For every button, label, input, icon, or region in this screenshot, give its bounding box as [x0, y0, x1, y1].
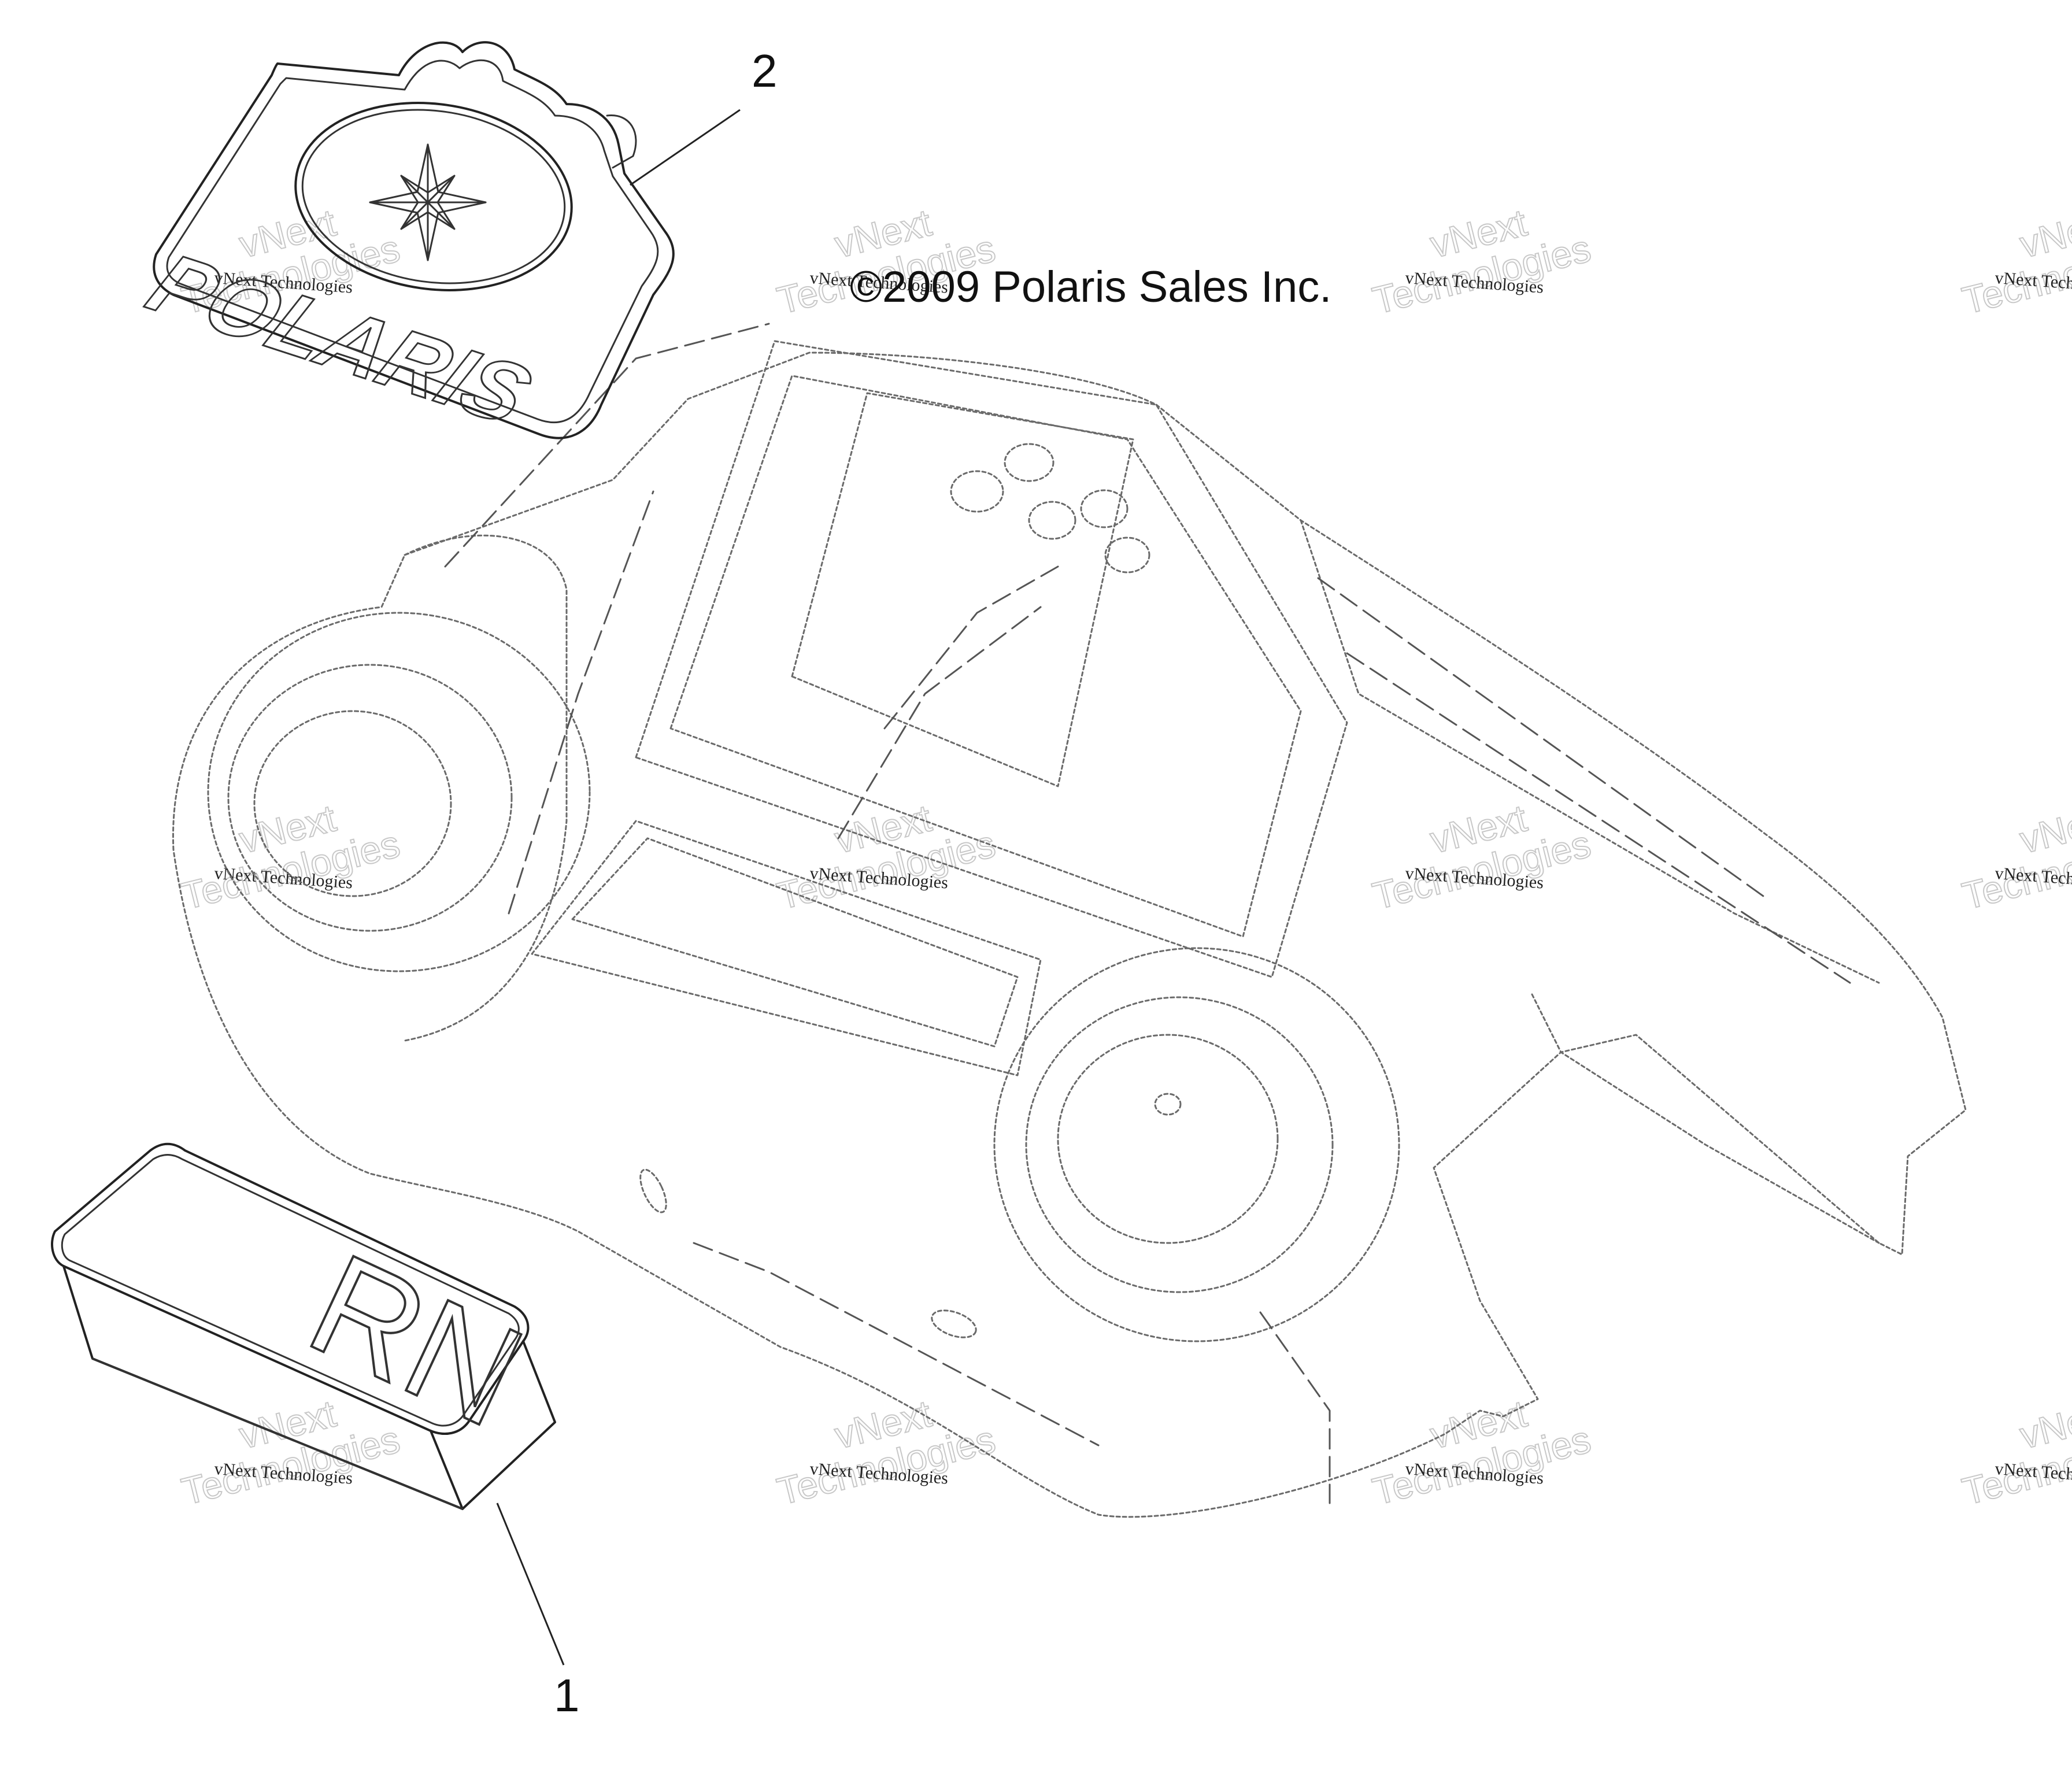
- phantom-line: [444, 323, 770, 568]
- watermark: vNext Technologies vNext Technologies: [177, 1391, 405, 1514]
- north-star-icon: [369, 143, 487, 261]
- display-frame-mid: [669, 375, 1302, 938]
- badge-emblem-oval-inner: [301, 109, 566, 284]
- indicator-bulb: [1028, 501, 1076, 540]
- leader-line-2: [630, 109, 741, 186]
- right-dial-knob: [1154, 1093, 1182, 1116]
- indicator-bulb: [1104, 536, 1150, 574]
- indicator-bulb: [1004, 443, 1054, 482]
- leader-line-1: [496, 1503, 565, 1666]
- right-dial-ring: [1025, 996, 1334, 1293]
- phantom-line: [837, 606, 1042, 839]
- left-dial-ring: [227, 664, 513, 932]
- phantom-line: [508, 490, 654, 915]
- polaris-badge-decal: POLARIS: [132, 41, 675, 443]
- housing-outline: [172, 352, 1967, 1518]
- rn-badge-side: [461, 1340, 556, 1510]
- mount-hole: [931, 1309, 977, 1338]
- badge-outline-inner: [166, 59, 659, 424]
- watermark: vNext Technologies vNext Technologies: [1368, 796, 1596, 918]
- watermark: vNext Technologies vNext Technologies: [772, 1391, 1000, 1514]
- left-dial-outer: [207, 612, 591, 972]
- badge-emblem-oval: [294, 102, 573, 291]
- watermark: vNext Technologies vNext Technologies: [1958, 1391, 2072, 1514]
- watermark: vNext Technologies vNext Technologies: [1368, 200, 1596, 323]
- badge-outline: [153, 41, 675, 439]
- mount-hole: [639, 1168, 667, 1213]
- pod-housing: [172, 323, 1967, 1518]
- screen-glare: [883, 565, 1059, 730]
- callout-2: 2: [752, 45, 778, 97]
- rn-badge-top-inner: [61, 1154, 520, 1427]
- right-dial-inner: [1057, 1034, 1279, 1244]
- screen-window: [791, 392, 1134, 787]
- right-fairing: [1300, 519, 1880, 984]
- lower-bezel-inner: [571, 837, 1019, 1048]
- right-fairing-crease: [1317, 577, 1764, 897]
- watermark: vNext Technologies vNext Technologies: [1958, 796, 2072, 918]
- left-dial-inner: [253, 710, 452, 897]
- right-dial-outer: [993, 947, 1400, 1342]
- display-frame-outer: [635, 340, 1348, 978]
- indicator-bulb: [1080, 489, 1128, 528]
- callout-1: 1: [554, 1670, 580, 1721]
- right-fairing-crease: [1346, 652, 1851, 984]
- watermark: vNext Technologies vNext Technologies: [177, 796, 405, 918]
- indicator-bulb: [950, 470, 1004, 513]
- lower-bezel: [531, 820, 1042, 1076]
- rn-badge-edge: [91, 1357, 464, 1510]
- watermark: vNext Technologies vNext Technologies: [1368, 1391, 1596, 1514]
- left-pod-shell: [404, 534, 568, 1042]
- right-fairing-lip: [1531, 993, 1880, 1244]
- phantom-line: [1259, 1311, 1331, 1504]
- watermark: vNext Technologies vNext Technologies: [1958, 200, 2072, 323]
- watermark: vNext Technologies vNext Technologies: [772, 796, 1000, 918]
- copyright-text: ©2009 Polaris Sales Inc.: [850, 262, 1331, 312]
- badge-hinge: [606, 114, 637, 169]
